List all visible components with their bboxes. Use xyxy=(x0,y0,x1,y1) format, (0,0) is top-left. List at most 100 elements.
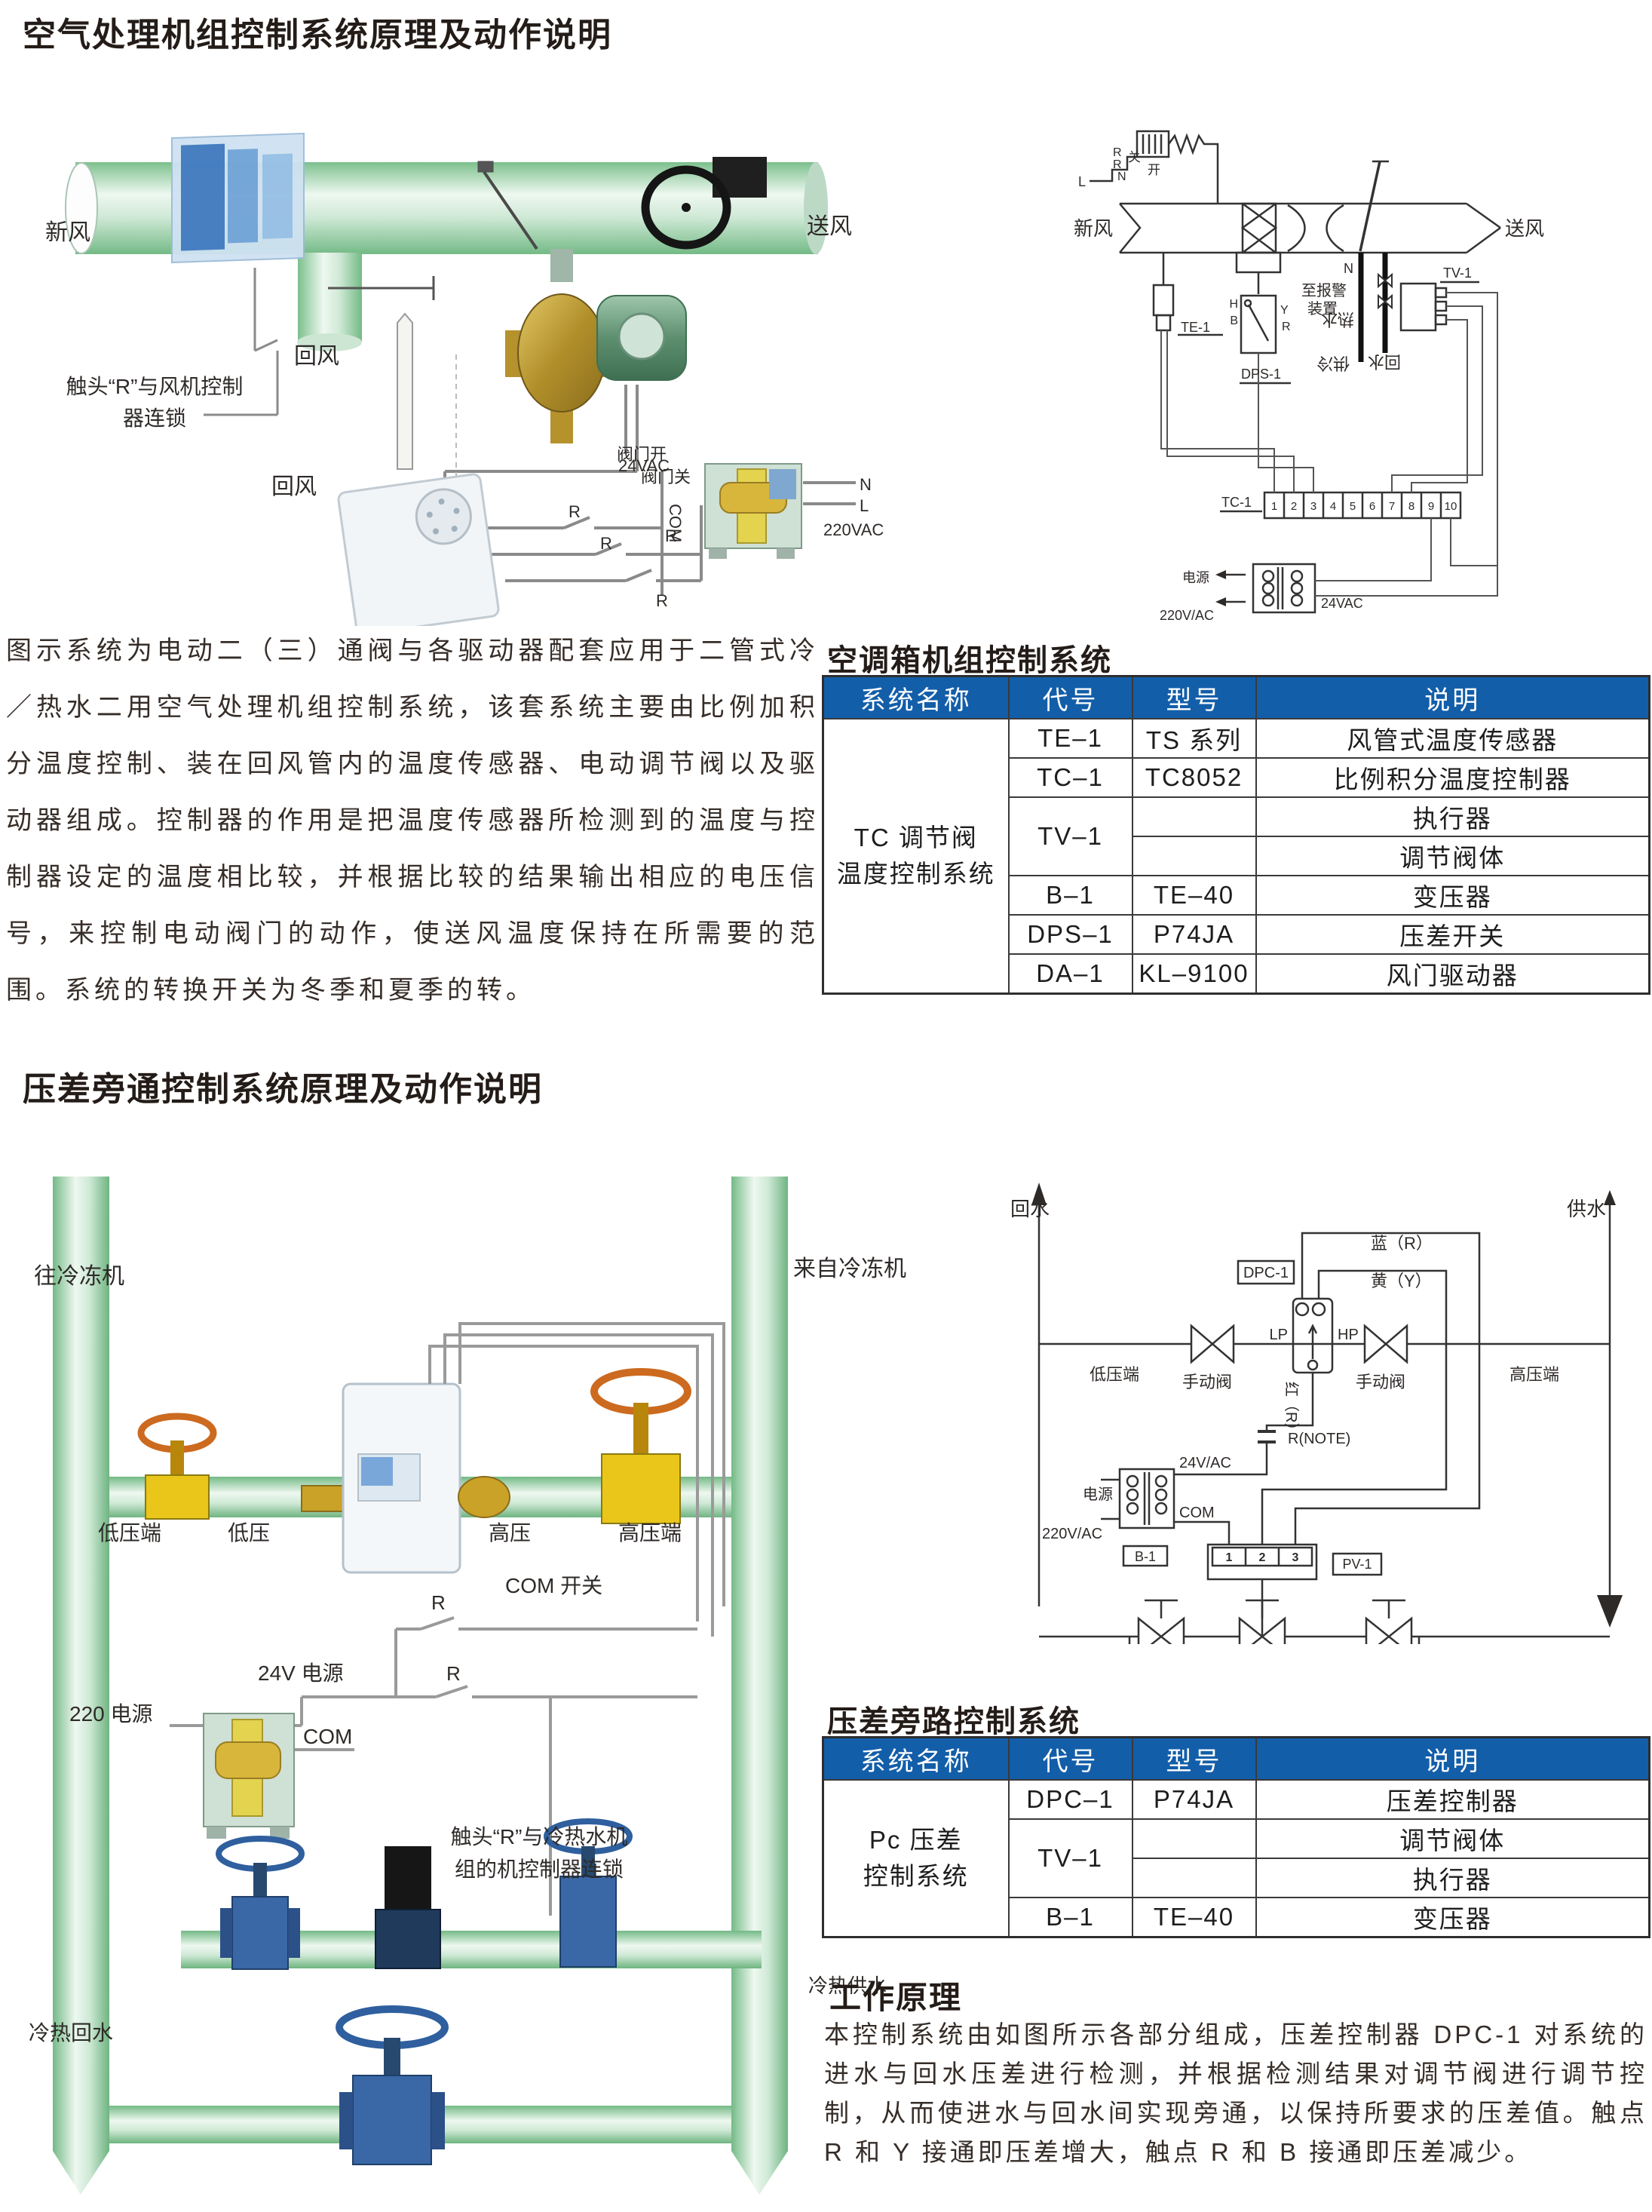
col-model: 型号 xyxy=(1131,675,1257,719)
cell-code: TC–1 xyxy=(1007,757,1133,798)
fresh-air-label: 新风 xyxy=(45,220,90,245)
schematic-lines xyxy=(1037,1195,1611,1717)
col-model: 型号 xyxy=(1131,1736,1257,1781)
cell-model xyxy=(1131,796,1257,837)
svg-text:2: 2 xyxy=(1291,500,1297,513)
system-name-line2: 温度控制系统 xyxy=(836,860,995,888)
terminal-numbers: 1 2 3 xyxy=(1226,1551,1299,1564)
pv1-label: PV-1 xyxy=(1342,1557,1372,1572)
electric-valve-icon xyxy=(375,1846,441,1969)
svg-text:4: 4 xyxy=(1330,500,1336,513)
r-contact-label-1: R xyxy=(569,502,581,521)
n-terminal-label: N xyxy=(860,475,872,494)
to-chiller-label: 往冷冻机 xyxy=(34,1264,124,1289)
hot-water-label: 热水 xyxy=(1321,310,1354,329)
cell-code: TV–1 xyxy=(1007,796,1133,876)
cell-desc: 比例积分温度控制器 xyxy=(1255,757,1650,798)
fresh-air-label: 新风 xyxy=(1074,217,1113,240)
com-label: COM xyxy=(303,1725,352,1748)
cell-desc: 执行器 xyxy=(1255,1858,1650,1898)
cell-desc: 执行器 xyxy=(1255,796,1650,837)
cell-desc: 压差开关 xyxy=(1255,914,1650,955)
y-label: Y xyxy=(1280,304,1289,317)
work-principle-title: 工作原理 xyxy=(829,1980,963,2015)
lp-end-label: 低压端 xyxy=(1090,1365,1139,1384)
interlock-line1: 触头“R”与冷热水机 xyxy=(451,1825,628,1848)
system-name-line1: TC 调节阀 xyxy=(854,824,978,851)
v24-label: 24V/AC xyxy=(1179,1455,1231,1471)
cell-model: TE–40 xyxy=(1131,875,1257,916)
table1: 系统名称 代号 型号 说明 TC 调节阀 温度控制系统 TE–1 TS 系列 风… xyxy=(822,675,1650,995)
ahu-schematic-drawing: L R R N 关 开 新风 送风 TE-1 至报警 装置 H B Y R DP… xyxy=(1074,130,1544,623)
supply-water-label: 供水 xyxy=(1567,1198,1606,1220)
v24-label: 24VAC xyxy=(1321,596,1363,611)
r-label-2: R xyxy=(1113,158,1122,171)
table1-title: 空调箱机组控制系统 xyxy=(827,644,1112,677)
v220-label: 220V/AC xyxy=(1160,608,1214,623)
b1-label: B-1 xyxy=(1135,1549,1156,1564)
table-row: 执行器 xyxy=(823,1858,1650,1898)
cell-desc: 压差控制器 xyxy=(1255,1779,1650,1820)
v220-label: 220 电源 xyxy=(69,1702,153,1726)
svg-text:5: 5 xyxy=(1350,500,1356,513)
svg-text:1: 1 xyxy=(1271,500,1277,513)
figure-bypass-schematic: 回水 供水 DPC-1 蓝（R） 黄（Y） LP HP 低压端 手动阀 手动阀 … xyxy=(973,1154,1651,1768)
valve-close-label: 阀门关 xyxy=(641,468,691,486)
r-label-1: R xyxy=(431,1591,446,1614)
cell-code: DPS–1 xyxy=(1007,914,1133,955)
system-name-cell: TC 调节阀 温度控制系统 xyxy=(822,718,1010,995)
supply-air-label: 送风 xyxy=(807,214,852,239)
cell-desc: 变压器 xyxy=(1255,1897,1650,1938)
l-label: L xyxy=(1078,174,1086,189)
intro-paragraph: 图示系统为电动二（三）通阀与各驱动器配套应用于二管式冷／热水二用空气处理机组控制… xyxy=(6,637,819,1005)
col-desc: 说明 xyxy=(1255,675,1650,719)
bypass-valves xyxy=(1137,1599,1413,1736)
te1-label: TE-1 xyxy=(1181,320,1210,335)
h-label: H xyxy=(1229,298,1238,311)
r-contact-label-2: R xyxy=(665,526,677,545)
return-water-label: 回水 xyxy=(1010,1198,1050,1220)
r-label-3: R xyxy=(1282,321,1291,333)
table-row: TV–1 调节阀体 xyxy=(823,1818,1650,1898)
interlock-wires xyxy=(204,268,279,416)
table-row: 调节阀体 xyxy=(823,836,1650,876)
svg-text:6: 6 xyxy=(1369,500,1375,513)
r-label-2: R xyxy=(446,1662,461,1685)
col-code: 代号 xyxy=(1007,675,1133,719)
r-contact-label-3: R xyxy=(600,534,612,553)
hp-label: 高压 xyxy=(489,1521,531,1545)
valve-open-label: 阀门开 xyxy=(617,445,667,464)
return-air-label-2: 回风 xyxy=(271,474,317,499)
figure-bypass-illustration: 往冷冻机 来自冷冻机 低压端 低压 高压 高压端 COM 开关 R R 24V … xyxy=(23,1154,973,2206)
svg-text:9: 9 xyxy=(1428,500,1434,513)
lp-label: 低压 xyxy=(228,1521,270,1545)
cell-desc: 风门驱动器 xyxy=(1255,953,1650,995)
hp-end-label: 高压端 xyxy=(618,1521,682,1545)
table-row: DA–1 KL–9100 风门驱动器 xyxy=(823,953,1650,995)
l-terminal-label: L xyxy=(860,496,869,515)
work-principle-text: 本控制系统由如图所示各部分组成，压差控制器 DPC-1 对系统的进水与回水压差进… xyxy=(824,2020,1647,2166)
ahu-illustration-drawing: 新风 送风 回风 回风 触头“R”与风机控制 器连锁 阀门开 阀门关 COM R… xyxy=(45,132,884,636)
transformer-icon xyxy=(203,1713,295,1839)
system-name-cell: Pc 压差 控制系统 xyxy=(822,1779,1010,1938)
cell-model xyxy=(1131,1818,1257,1859)
bypass-schematic-drawing: 回水 供水 DPC-1 蓝（R） 黄（Y） LP HP 低压端 手动阀 手动阀 … xyxy=(1010,1183,1623,1768)
system-name-line2: 控制系统 xyxy=(863,1862,969,1890)
gate-valve-right-icon xyxy=(590,1368,691,1524)
cell-desc: 风管式温度传感器 xyxy=(1255,718,1650,759)
power-label: 电源 xyxy=(1182,570,1209,585)
svg-text:7: 7 xyxy=(1389,500,1395,513)
hp-end-label: 高压端 xyxy=(1509,1365,1559,1384)
figure-ahu-illustration: 新风 送风 回风 回风 触头“R”与风机控制 器连锁 阀门开 阀门关 COM R… xyxy=(23,128,897,636)
from-chiller-label: 来自冷冻机 xyxy=(793,1256,906,1281)
cell-model: TE–40 xyxy=(1131,1897,1257,1938)
vac220-label: 220VAC xyxy=(823,520,884,539)
manual-valve1-label: 手动阀 xyxy=(1182,1373,1232,1391)
schematic-arrows xyxy=(1215,570,1226,606)
alarm-label-1: 至报警 xyxy=(1301,282,1347,299)
svg-text:3: 3 xyxy=(1310,500,1316,513)
section1-title: 空气处理机组控制系统原理及动作说明 xyxy=(23,17,612,54)
r-note-label: R(NOTE) xyxy=(1288,1431,1350,1447)
